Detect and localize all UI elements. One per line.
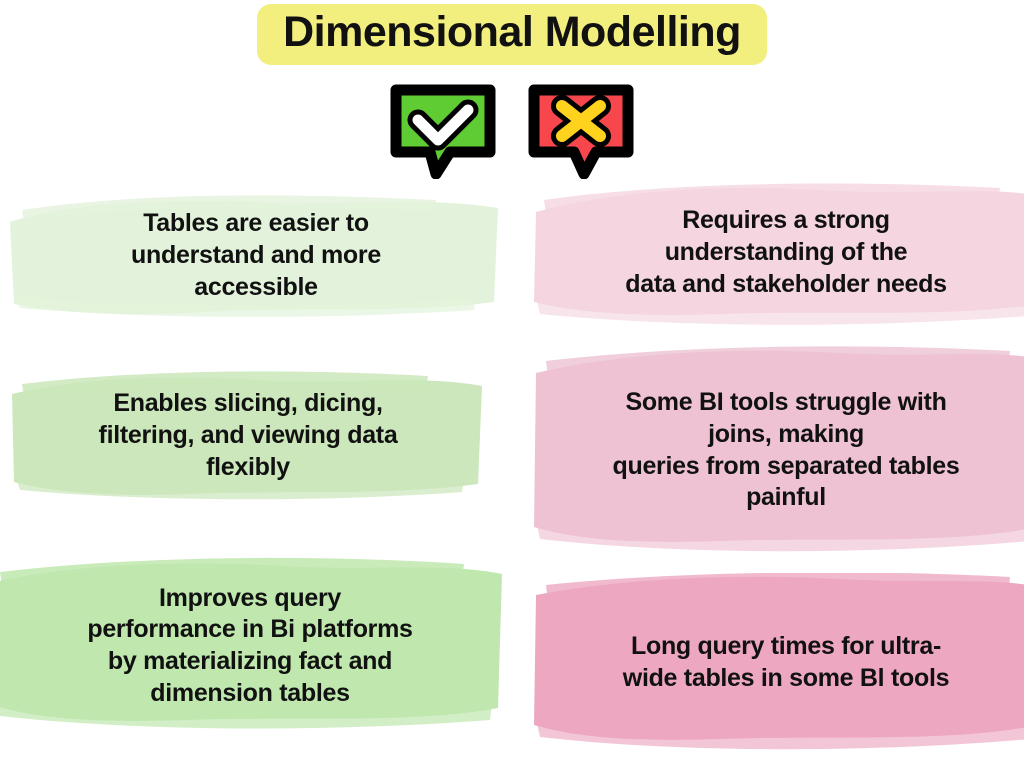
pros-and-cons-grid: Tables are easier to understand and more…: [0, 178, 1024, 768]
page-title: Dimensional Modelling: [283, 8, 741, 56]
page-title-container: Dimensional Modelling: [0, 4, 1024, 66]
pro-item-3: Improves query performance in Bi platfor…: [0, 556, 506, 736]
con-item-3: Long query times for ultra- wide tables …: [530, 573, 1024, 753]
con-item-3-text: Long query times for ultra- wide tables …: [622, 632, 950, 692]
pro-item-2: Enables slicing, dicing, filtering, and …: [8, 366, 488, 506]
check-speech-bubble-icon: [388, 84, 498, 180]
green-brush-stroke-1: [10, 195, 498, 317]
con-item-2: Some BI tools struggle with joins, makin…: [530, 343, 1024, 558]
con-item-2-text: Some BI tools struggle with joins, makin…: [612, 388, 960, 512]
pro-item-1-text: Tables are easier to understand and more…: [131, 209, 381, 301]
pink-brush-stroke-1: [534, 183, 1024, 325]
cross-speech-bubble-icon: [526, 84, 636, 180]
cons-column: Requires a strong understanding of the d…: [512, 178, 1024, 768]
green-brush-stroke-2: [12, 371, 482, 500]
pros-column: Tables are easier to understand and more…: [0, 178, 512, 768]
title-pill: Dimensional Modelling: [257, 4, 767, 66]
pro-item-3-text: Improves query performance in Bi platfor…: [87, 583, 413, 707]
pro-item-1: Tables are easier to understand and more…: [6, 186, 506, 326]
con-item-1-text: Requires a strong understanding of the d…: [625, 206, 947, 298]
verdict-icons-row: [0, 84, 1024, 180]
pink-brush-stroke-3: [534, 573, 1024, 750]
con-item-1: Requires a strong understanding of the d…: [530, 178, 1024, 328]
pink-brush-stroke-2: [534, 346, 1024, 552]
pro-item-2-text: Enables slicing, dicing, filtering, and …: [98, 389, 398, 481]
green-brush-stroke-3: [0, 557, 502, 729]
